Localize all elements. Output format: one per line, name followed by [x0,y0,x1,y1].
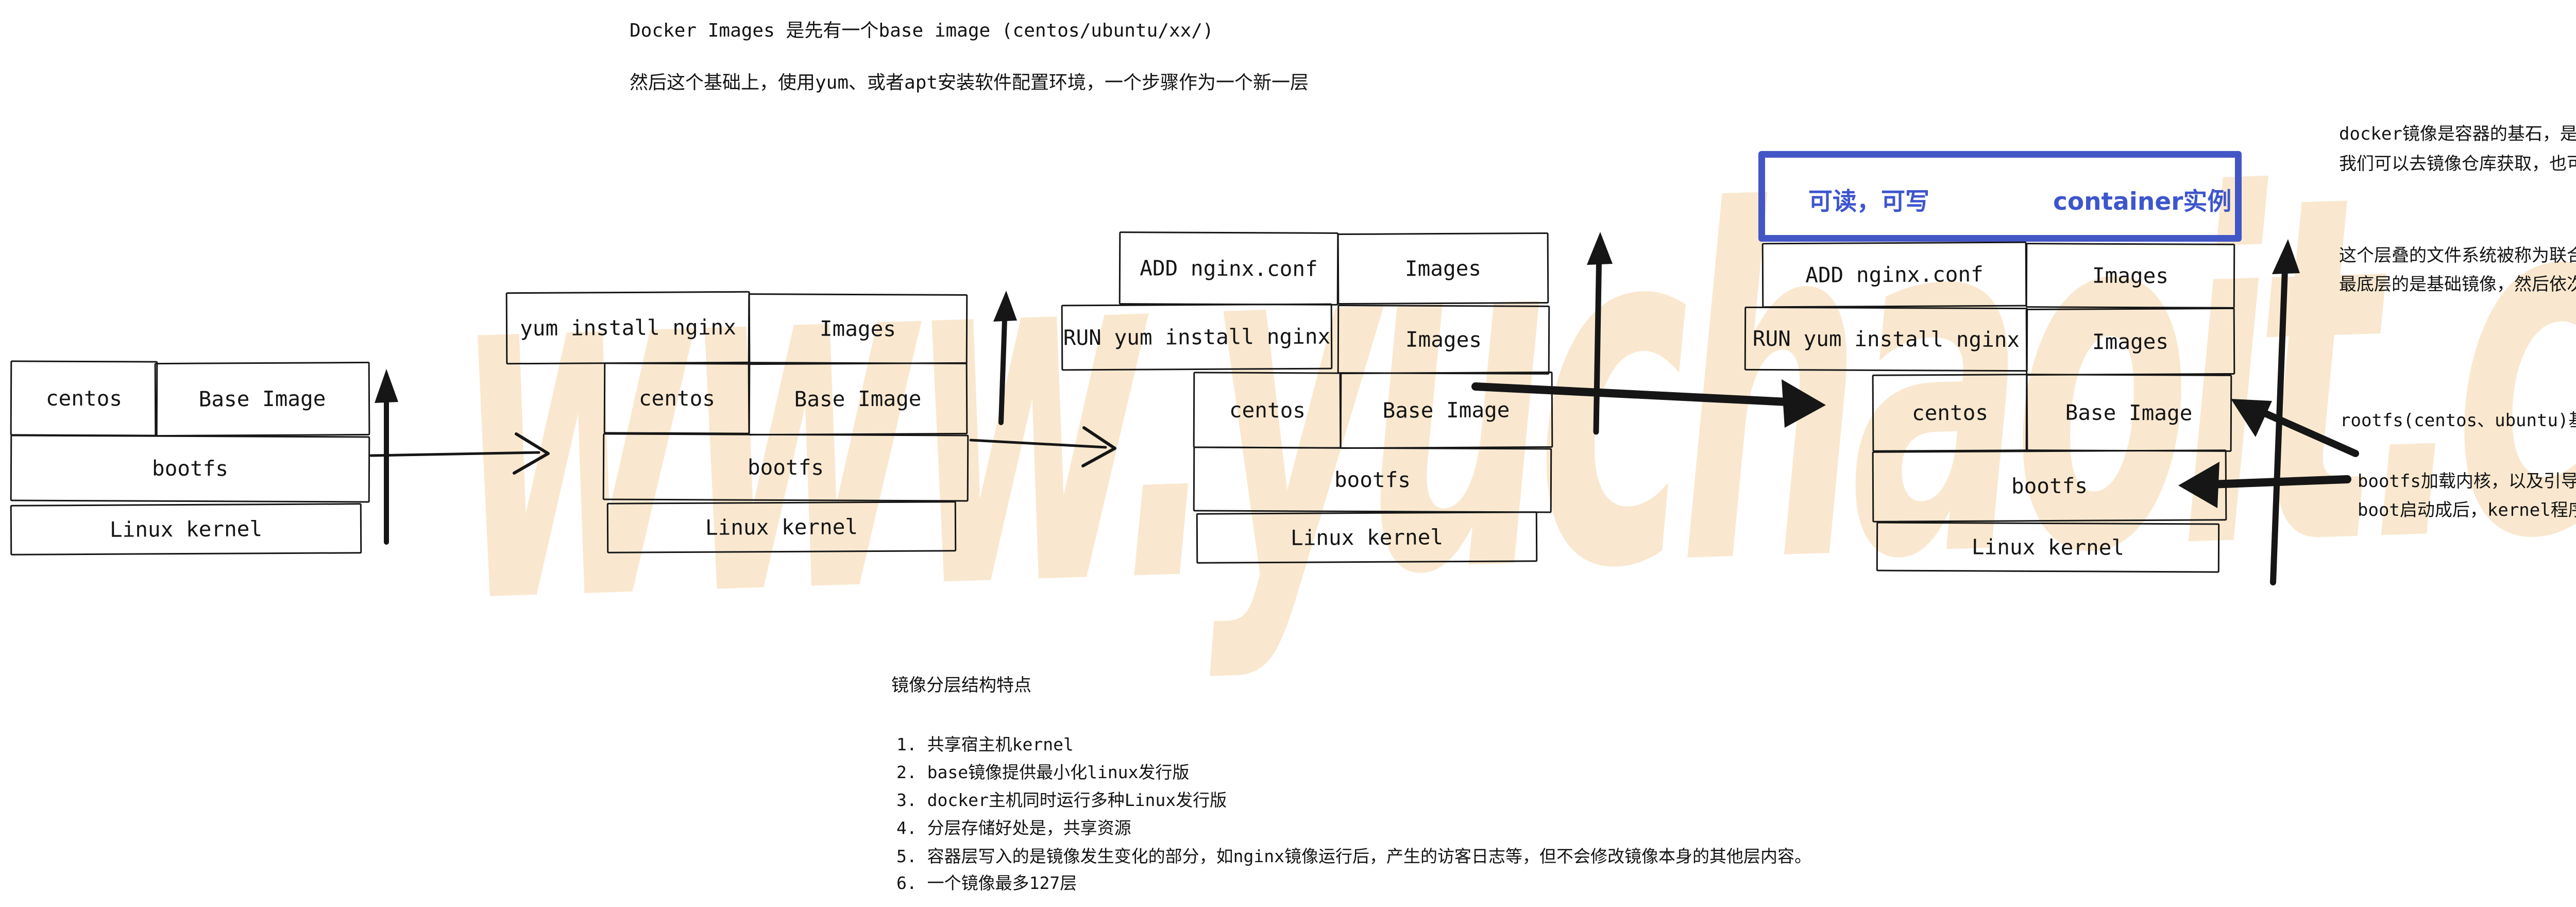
stack1-layer-linux-kernel: Linux kernel [10,503,362,556]
arrow-stack3-to-stack4 [1471,379,1826,428]
feature-item-2: 2. base镜像提供最小化linux发行版 [896,762,1190,782]
stack2-layer-linux-kernel: Linux kernel [606,501,957,553]
stack2-layer-base-image: Base Image [748,362,968,436]
feature-item-3: 3. docker主机同时运行多种Linux发行版 [896,790,1227,810]
feature-item-5: 5. 容器层写入的是镜像发生变化的部分，如nginx镜像运行后，产生的访客日志等… [896,846,1811,866]
stack3-layer-images-top: Images [1337,232,1549,305]
stack4-layer-centos: centos [1872,374,2028,452]
stack2-up-arrow [993,291,1017,425]
feature-item-1: 1. 共享宿主机kernel [896,734,1074,754]
rootfs-label: rootfs(centos、ubuntu)基础镜像 [2340,410,2576,431]
stack3-up-arrow [1587,232,1613,435]
arrow-rootfs-note-to-base-image [2231,399,2359,457]
stack4-layer-base-image: Base Image [2025,374,2232,452]
stack4-layer-linux-kernel: Linux kernel [1876,522,2220,573]
arrow-stack1-to-stack2 [369,432,550,475]
stack3-layer-base-image: Base Image [1339,371,1553,449]
stack2-layer-yum-install-nginx: yum install nginx [505,291,751,365]
top-note-line1: Docker Images 是先有一个base image (centos/ub… [630,20,1214,41]
features-title: 镜像分层结构特点 [891,675,1031,696]
right-note-unionfs-2: 最底层的是基础镜像，然后依次类推为父镜像； [2339,274,2576,295]
feature-item-4: 4. 分层存储好处是，共享资源 [896,818,1131,838]
stack4-container-readwrite-label: 可读，可写 [1808,188,1929,216]
stack3-layer-linux-kernel: Linux kernel [1196,511,1538,564]
stack3-layer-bootfs: bootfs [1193,446,1552,513]
stack1-up-arrow [375,369,398,545]
boot-note: boot启动成后，kernel程序加载在内存中，以及加载rootfs（也就是我们… [2358,500,2576,520]
arrow-stack2-to-stack3 [969,426,1116,467]
stack2-layer-images: Images [748,293,968,364]
right-note-readonly-2: 我们可以去镜像仓库获取，也可以基于现有的镜像，添加为新的镜像。 [2339,154,2576,174]
stack1-layer-bootfs: bootfs [10,434,370,503]
stack3-layer-centos: centos [1193,372,1342,449]
stack4-container-layer-box [1758,151,2242,242]
feature-item-6: 6. 一个镜像最多127层 [896,873,1077,893]
stack4-layer-images-mid: Images [2025,307,2235,376]
stack1-layer-base-image: Base Image [154,361,370,437]
stack4-layer-run-yum-install-nginx: RUN yum install nginx [1744,306,2028,372]
stack4-up-arrow [2270,239,2300,585]
top-note-line2: 然后这个基础上，使用yum、或者apt安装软件配置环境，一个步骤作为一个新一层 [630,72,1309,93]
stack3-layer-run-yum-install-nginx: RUN yum install nginx [1061,303,1333,371]
bootfs-note: bootfs加载内核，以及引导启动程序； [2358,471,2576,492]
stack4-layer-bootfs: bootfs [1872,449,2227,523]
stack2-layer-centos: centos [603,362,751,434]
stack4-layer-images-top: Images [2025,243,2235,309]
arrow-bootfs-note-to-bootfs [2178,462,2351,508]
stack3-layer-add-nginx-conf: ADD nginx.conf [1118,231,1339,306]
stack4-container-instance-label: container实例 [2053,188,2232,216]
stack1-layer-centos: centos [10,360,158,436]
right-note-readonly-1: docker镜像是容器的基石，是一个层叠的只读文件系统； [2339,124,2576,144]
right-note-unionfs-1: 这个层叠的文件系统被称为联合加载技术，加载多个文件系统，联合起来为一整个文件系统… [2339,245,2576,266]
stack4-layer-add-nginx-conf: ADD nginx.conf [1761,241,2027,308]
stack3-layer-images-mid: Images [1337,305,1550,375]
stack2-layer-bootfs: bootfs [602,433,969,502]
